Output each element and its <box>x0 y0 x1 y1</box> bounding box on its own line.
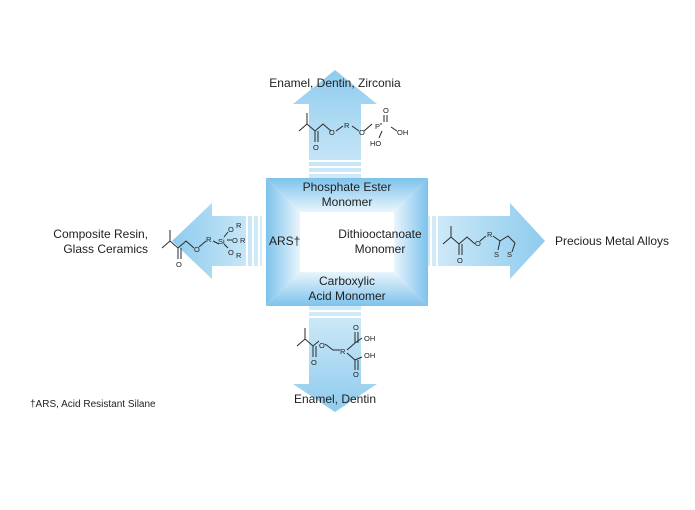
atom-label: O <box>176 260 182 269</box>
atom-label: O <box>194 245 200 254</box>
footnote: †ARS, Acid Resistant Silane <box>30 399 156 410</box>
monomer-bottom-line2: Acid Monomer <box>308 289 386 303</box>
atom-label: R <box>340 347 346 356</box>
atom-label: Si <box>218 237 225 246</box>
structure-dithiolane <box>442 226 516 255</box>
panel-right <box>394 178 428 306</box>
atom-label: R <box>236 221 242 230</box>
monomer-right-line2: Monomer <box>354 242 406 256</box>
target-bottom-label: Enamel, Dentin <box>293 392 377 406</box>
atom-label: OH <box>397 128 408 137</box>
structure-dithiolane-labels: O O R S S <box>457 230 512 265</box>
target-left-label-line2: Glass Ceramics <box>63 242 148 256</box>
atom-label: O <box>228 225 234 234</box>
structure-carboxylic-labels: O O R O OH OH O <box>311 323 375 379</box>
atom-label: O <box>475 239 481 248</box>
atom-label: O <box>228 248 234 257</box>
panel-top <box>266 178 428 212</box>
atom-label: O <box>353 370 359 379</box>
structure-silane <box>161 230 232 259</box>
monomer-right-line1: Dithiooctanoate <box>338 227 422 241</box>
atom-label: O <box>313 143 319 152</box>
atom-label: O <box>353 323 359 332</box>
structure-carboxylic <box>296 328 363 370</box>
panel-center <box>300 212 394 272</box>
target-left-label-line1: Composite Resin, <box>53 227 148 241</box>
structure-phosphate-labels: O O R O P O HO OH <box>313 106 408 152</box>
panel-bottom <box>266 272 428 306</box>
atom-label: O <box>329 128 335 137</box>
atom-label: OH <box>364 351 375 360</box>
atom-label: R <box>344 121 350 130</box>
atom-label: R <box>236 251 242 260</box>
monomer-left-label: ARS† <box>269 234 301 248</box>
central-frame <box>266 178 428 306</box>
atom-label: OH <box>364 334 375 343</box>
target-top-label: Enamel, Dentin, Zirconia <box>269 76 401 90</box>
monomer-bottom-line1: Carboxylic <box>318 274 375 288</box>
atom-label: O <box>232 236 238 245</box>
atom-label: O <box>311 358 317 367</box>
atom-label: O <box>457 256 463 265</box>
arrow-up <box>293 70 377 178</box>
atom-label: P <box>375 122 380 131</box>
atom-label: R <box>206 235 212 244</box>
arrow-down <box>293 306 377 412</box>
atom-label: O <box>383 106 389 115</box>
target-right-label: Precious Metal Alloys <box>555 234 670 248</box>
atom-label: HO <box>370 139 381 148</box>
arrow-left <box>172 203 262 279</box>
arrow-right <box>426 203 545 279</box>
monomer-top-line1: Phosphate Ester <box>302 180 392 194</box>
panel-left <box>266 178 300 306</box>
monomer-top-line2: Monomer <box>321 195 373 209</box>
atom-label: R <box>487 230 493 239</box>
atom-label: S <box>494 250 499 259</box>
atom-label: O <box>359 128 365 137</box>
structure-silane-labels: O O R Si O O O R R R <box>176 221 246 269</box>
atom-label: R <box>240 236 246 245</box>
structure-phosphate <box>298 113 398 142</box>
atom-label: O <box>319 341 325 350</box>
atom-label: S <box>507 250 512 259</box>
